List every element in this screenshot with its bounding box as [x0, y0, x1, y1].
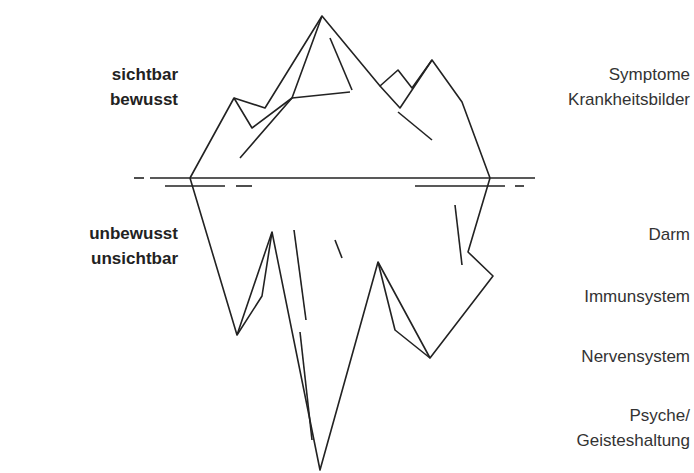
water-dash — [236, 185, 252, 187]
level-label: Immunsystem — [584, 284, 690, 309]
visibility-label: sichtbar bewusst — [110, 62, 178, 112]
water-dash — [134, 177, 144, 179]
iceberg-bottom — [190, 178, 493, 470]
iceberg-bottom-inner — [378, 262, 430, 358]
iceberg-top-inner — [234, 16, 322, 128]
level-label: Nervensystem — [581, 344, 690, 369]
iceberg-top-inner — [398, 112, 432, 140]
iceberg-top — [190, 16, 490, 178]
water-dash — [415, 185, 505, 187]
water-line — [150, 177, 535, 179]
visibility-label: unbewusst unsichtbar — [89, 221, 178, 271]
level-label: Symptome Krankheitsbilder — [568, 62, 690, 112]
level-label: Psyche/ Geisteshaltung — [577, 403, 690, 453]
iceberg-top-inner — [330, 38, 352, 90]
iceberg-bottom-inner — [455, 205, 462, 265]
iceberg-bottom-inner — [300, 332, 312, 440]
iceberg-top-inner — [240, 92, 350, 158]
level-label: Darm — [648, 222, 690, 247]
iceberg-bottom-inner — [237, 232, 272, 335]
iceberg-bottom-inner — [294, 230, 306, 320]
water-dash — [165, 185, 225, 187]
iceberg-bottom-inner — [335, 240, 342, 258]
water-dash — [515, 185, 524, 187]
iceberg-top-inner — [380, 60, 432, 108]
